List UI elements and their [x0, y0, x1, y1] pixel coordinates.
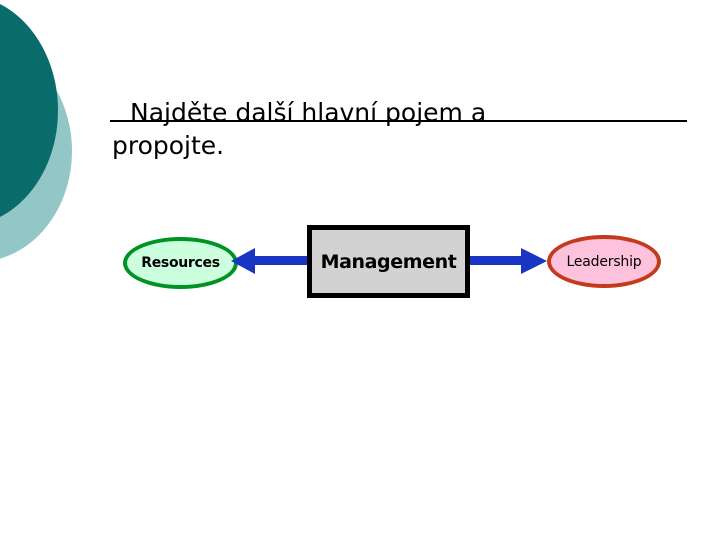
connector-management-to-leadership-shaft — [470, 256, 522, 265]
diagram-node-leadership[interactable]: Leadership — [547, 235, 661, 288]
diagram-node-management-label: Management — [320, 250, 457, 273]
slide-title-text: Najděte další hlavní pojem a propojte. — [112, 98, 495, 160]
connector-management-to-resources-shaft — [254, 256, 309, 265]
diagram-node-management[interactable]: Management — [307, 225, 470, 298]
connector-management-to-leadership-arrowhead-icon — [521, 248, 547, 274]
diagram-node-resources-label: Resources — [141, 255, 220, 271]
slide-title: Najděte další hlavní pojem a propojte. — [112, 96, 542, 162]
connector-management-to-resources-arrowhead-icon — [231, 248, 255, 274]
diagram-node-leadership-label: Leadership — [566, 253, 642, 270]
diagram-node-resources[interactable]: Resources — [123, 237, 238, 289]
title-underline-rule — [110, 120, 687, 122]
